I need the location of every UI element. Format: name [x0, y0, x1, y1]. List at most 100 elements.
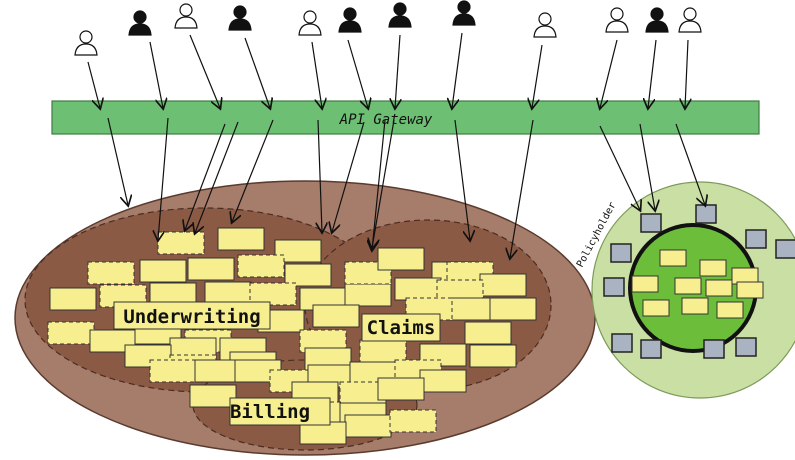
- user-outline-icon: [678, 7, 702, 33]
- route-arrow: [158, 117, 169, 240]
- event-sticky-note: [344, 283, 392, 307]
- event-sticky-note: [449, 297, 497, 321]
- event-notes: [47, 227, 537, 445]
- user-outline-icon: [74, 30, 98, 56]
- service-event-note: [642, 299, 670, 317]
- event-sticky-note: [194, 359, 242, 383]
- api-port-square: [745, 229, 767, 249]
- request-arrow: [244, 37, 270, 108]
- event-sticky-note: [394, 277, 442, 301]
- request-arrow: [532, 44, 543, 108]
- request-arrow: [685, 39, 688, 108]
- event-sticky-note: [49, 287, 97, 311]
- event-sticky-note: [217, 227, 265, 251]
- request-arrow: [648, 39, 657, 108]
- api-gateway-label: API Gateway: [339, 112, 433, 128]
- event-sticky-note: [377, 247, 425, 271]
- route-arrow: [332, 121, 365, 232]
- event-sticky-note: [204, 281, 252, 305]
- event-sticky-note: [189, 384, 237, 408]
- event-sticky-note: [359, 339, 407, 363]
- route-arrow: [372, 119, 386, 250]
- event-sticky-note: [87, 261, 135, 285]
- route-arrow: [318, 119, 322, 232]
- event-sticky-note: [469, 344, 517, 368]
- event-sticky-note: [479, 273, 527, 297]
- underwriting-label: Underwriting: [123, 306, 260, 328]
- user-outline-icon: [174, 3, 198, 29]
- api-port-square: [603, 277, 625, 297]
- user-filled-icon: [228, 5, 252, 31]
- route-arrow: [510, 119, 534, 258]
- policyholder-ports: [603, 204, 795, 359]
- event-sticky-note: [312, 304, 360, 328]
- route-arrow: [675, 123, 705, 205]
- request-arrow: [395, 34, 400, 108]
- event-sticky-note: [249, 282, 297, 306]
- event-sticky-note: [47, 321, 95, 345]
- user-filled-icon: [388, 2, 412, 28]
- api-port-square: [640, 213, 662, 233]
- user-outline-icon: [533, 12, 557, 38]
- event-sticky-note: [489, 297, 537, 321]
- service-event-note: [716, 301, 744, 319]
- event-sticky-note: [149, 359, 197, 383]
- service-event-note: [736, 281, 764, 299]
- api-port-square: [775, 239, 795, 259]
- route-arrow: [599, 125, 640, 210]
- users-row: [74, 0, 702, 56]
- user-request-arrows: [87, 32, 688, 108]
- route-arrow: [232, 119, 274, 222]
- route-arrow: [107, 117, 128, 205]
- user-outline-icon: [605, 7, 629, 33]
- policyholder-notes: [631, 249, 764, 319]
- gateway-route-arrows: [107, 117, 705, 258]
- api-port-square: [640, 339, 662, 359]
- event-sticky-note: [157, 231, 205, 255]
- event-sticky-note: [187, 257, 235, 281]
- event-sticky-note: [344, 414, 392, 438]
- claims-label: Claims: [367, 317, 436, 339]
- user-filled-icon: [338, 7, 362, 33]
- billing-label-note: [229, 397, 331, 426]
- user-filled-icon: [452, 0, 476, 26]
- request-arrow: [149, 41, 163, 108]
- request-arrow: [347, 39, 368, 108]
- user-outline-icon: [298, 10, 322, 36]
- event-sticky-note: [464, 321, 512, 345]
- api-port-square: [735, 337, 757, 357]
- billing-label: Billing: [230, 401, 310, 423]
- underwriting-label-note: [113, 301, 271, 330]
- event-sticky-note: [419, 369, 467, 393]
- api-port-square: [703, 339, 725, 359]
- request-arrow: [87, 61, 100, 108]
- service-event-note: [681, 297, 709, 315]
- request-arrow: [189, 34, 220, 108]
- user-filled-icon: [645, 7, 669, 33]
- request-arrow: [600, 39, 618, 108]
- service-event-note: [699, 259, 727, 277]
- route-arrow: [639, 123, 655, 210]
- request-arrow: [452, 32, 463, 108]
- service-event-note: [674, 277, 702, 295]
- claims-label-note: [361, 313, 441, 342]
- service-event-note: [705, 279, 733, 297]
- event-sticky-note: [139, 259, 187, 283]
- api-port-square: [695, 204, 717, 224]
- event-sticky-note: [237, 254, 285, 278]
- user-filled-icon: [128, 10, 152, 36]
- event-sticky-note: [389, 409, 437, 433]
- service-event-note: [631, 275, 659, 293]
- event-sticky-note: [377, 377, 425, 401]
- api-port-square: [611, 333, 633, 353]
- event-sticky-note: [274, 239, 322, 263]
- request-arrow: [311, 41, 322, 108]
- route-arrow: [185, 123, 226, 230]
- event-sticky-note: [284, 263, 332, 287]
- route-arrow: [454, 119, 470, 240]
- service-event-note: [659, 249, 687, 267]
- route-arrow: [195, 121, 239, 233]
- route-arrow: [372, 119, 395, 248]
- api-port-square: [610, 243, 632, 263]
